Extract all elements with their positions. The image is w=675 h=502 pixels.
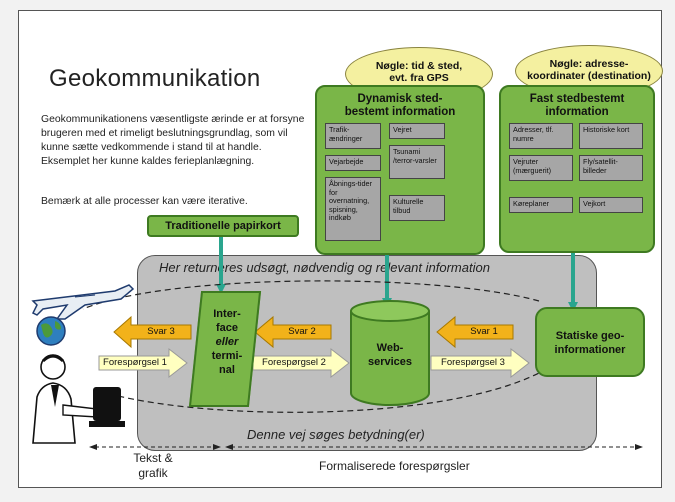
interface-line: nal xyxy=(219,364,235,376)
heading-line: information xyxy=(545,106,609,118)
info-cell: Trafik-ændringer xyxy=(325,123,381,149)
answer-arrow-2 xyxy=(254,315,332,349)
answer-label-2: Svar 2 xyxy=(288,326,316,337)
info-cell: Fly/satellit-billeder xyxy=(579,155,643,181)
dynamic-heading: Dynamisk sted- bestemt information xyxy=(317,93,483,119)
bottom-left-line: Tekst & xyxy=(133,451,173,465)
webservices-cylinder xyxy=(350,300,430,406)
static-line: Statiske geo- xyxy=(555,330,625,342)
web-line: Web- xyxy=(376,342,404,354)
answer-arrow-3 xyxy=(113,315,192,349)
range-arrowhead xyxy=(89,444,97,450)
info-cell: Tsunami /terror-varsler xyxy=(389,145,445,179)
page-title: Geokommunikation xyxy=(49,65,261,92)
query-label-1: Forespørgsel 1 xyxy=(103,357,167,368)
query-arrow-3 xyxy=(430,347,530,379)
interface-label: Inter- face eller termi- nal xyxy=(203,307,251,377)
range-arrowhead xyxy=(213,444,221,450)
info-cell: Kulturelle tilbud xyxy=(389,195,445,221)
note-text: Bemærk at alle processer kan være iterat… xyxy=(41,196,248,207)
static-geo-box: Statiske geo- informationer xyxy=(535,307,645,377)
answer-arrow-1 xyxy=(436,315,514,349)
static-geo-label: Statiske geo- informationer xyxy=(537,329,643,357)
interface-line: face xyxy=(215,322,239,334)
answer-label-3: Svar 3 xyxy=(147,326,175,337)
connectors xyxy=(82,237,643,450)
info-cell: Vejret xyxy=(389,123,445,139)
web-line: services xyxy=(367,356,413,368)
person-computer-icon xyxy=(32,354,125,444)
bottom-left-line: grafik xyxy=(138,466,168,480)
heading-line: bestemt information xyxy=(344,106,456,118)
heading-line: Dynamisk sted- xyxy=(357,93,443,105)
info-cell: Åbnings-tider for overnatning, spisning,… xyxy=(325,177,381,241)
range-arrowhead xyxy=(635,444,643,450)
static-line: informationer xyxy=(554,344,626,356)
slide: Geokommunikation Geokommunikationens væs… xyxy=(18,10,663,488)
info-cell: Køreplaner xyxy=(509,197,573,213)
info-cell: Historiske kort xyxy=(579,123,643,149)
ellipse-line: koordinater (destination) xyxy=(527,70,651,82)
heading-line: Fast stedbestemt xyxy=(529,93,625,105)
ellipse-line: Nøgle: adresse- xyxy=(549,58,629,70)
fixed-heading: Fast stedbestemt information xyxy=(501,93,653,119)
search-text: Denne vej søges betydning(er) xyxy=(247,427,425,442)
intro-text: Geokommunikationens væsentligste ærinde … xyxy=(41,114,305,167)
query-label-3: Forespørgsel 3 xyxy=(441,357,505,368)
info-cell: Adresser, tlf. numre xyxy=(509,123,573,149)
interface-line: Inter- xyxy=(213,308,241,320)
paper-map-label: Traditionelle papirkort xyxy=(165,220,281,232)
ellipse-line: Nøgle: tid & sted, xyxy=(375,60,463,72)
webservices-label: Web- services xyxy=(349,341,431,369)
range-arrowhead xyxy=(225,444,233,450)
airplane-globe-icon xyxy=(31,284,135,346)
return-text: Her returneres udsøgt, nødvendig og rele… xyxy=(159,260,490,275)
dynamic-info-box: Dynamisk sted- bestemt information Trafi… xyxy=(315,85,485,255)
interface-line: eller xyxy=(215,336,239,348)
text-graphics-label: Tekst & grafik xyxy=(125,451,181,481)
query-arrow-2 xyxy=(252,347,350,379)
search-path xyxy=(98,372,540,413)
fixed-info-box: Fast stedbestemt information Adresser, t… xyxy=(499,85,655,253)
interface-line: termi- xyxy=(211,350,243,362)
ellipse-line: evt. fra GPS xyxy=(389,72,449,84)
info-cell: Vejkort xyxy=(579,197,643,213)
return-path xyxy=(82,280,540,310)
formal-queries-label: Formaliserede forespørgsler xyxy=(319,459,470,473)
info-cell: Vejruter (mærguerit) xyxy=(509,155,573,181)
query-label-2: Forespørgsel 2 xyxy=(262,357,326,368)
info-cell: Vejarbejde xyxy=(325,155,381,171)
paper-map-box: Traditionelle papirkort xyxy=(147,215,299,237)
query-arrow-1 xyxy=(98,347,188,379)
answer-label-1: Svar 1 xyxy=(470,326,498,337)
